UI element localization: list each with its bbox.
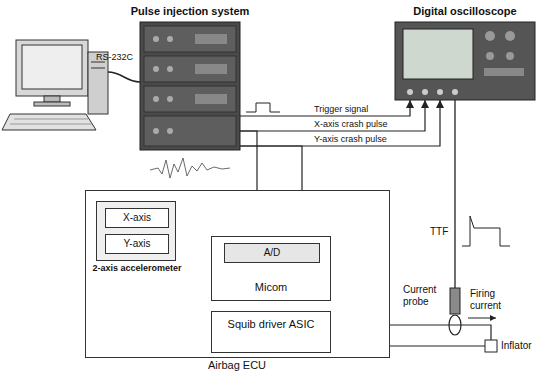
micom-box: Micom A/D <box>211 236 331 301</box>
signal-line <box>240 100 440 146</box>
signal-label: Y-axis crash pulse <box>312 134 389 144</box>
computer-illustration <box>2 40 108 130</box>
rs232c-cable <box>108 72 140 82</box>
x-axis-sensor: X-axis <box>105 208 169 228</box>
pulse-injection-system: Pulse injection system <box>140 22 240 150</box>
inflator-symbol <box>485 340 497 352</box>
ttf-waveform <box>462 216 510 246</box>
node-text: Micom <box>212 281 330 294</box>
node-text: Pulse injection system <box>110 5 270 18</box>
probe-loop <box>449 315 461 335</box>
part-label: Inflator <box>501 340 543 352</box>
airbag-ecu: Airbag ECU2-axis accelerometerX-axisY-ax… <box>85 190 390 358</box>
accelerometer-box: 2-axis accelerometerX-axisY-axis <box>96 201 176 261</box>
node-text: A/D <box>225 247 319 259</box>
current-probe <box>450 288 460 314</box>
ad-converter: A/D <box>224 243 320 263</box>
digital-oscilloscope: Digital oscilloscope <box>395 22 535 100</box>
node-text: Digital oscilloscope <box>385 5 545 18</box>
node-text: X-axis <box>106 212 168 224</box>
oscilloscope-unit <box>395 22 535 100</box>
y-axis-sensor: Y-axis <box>105 234 169 254</box>
signal-label: Trigger signal <box>312 104 370 114</box>
node-text: Y-axis <box>106 238 168 250</box>
node-text: 2-axis accelerometer <box>91 263 183 273</box>
probe-cable <box>454 100 455 288</box>
trigger-pulse-icon <box>246 103 280 112</box>
crash-waveform-icon <box>150 158 230 178</box>
signal-line <box>240 100 410 116</box>
node-text: Airbag ECU <box>86 359 388 372</box>
signal-label: Firing current <box>470 288 522 311</box>
signal-label: X-axis crash pulse <box>312 119 390 129</box>
signal-label: TTF <box>430 226 454 238</box>
squib-driver-asic: Squib driver ASIC <box>211 311 331 353</box>
interface-label: RS-232C <box>96 52 156 62</box>
signal-line <box>240 100 425 131</box>
current-direction-arrow <box>468 318 496 319</box>
pulse-injection-unit <box>140 22 240 150</box>
part-label: Current probe <box>403 284 447 307</box>
node-text: Squib driver ASIC <box>212 318 330 331</box>
